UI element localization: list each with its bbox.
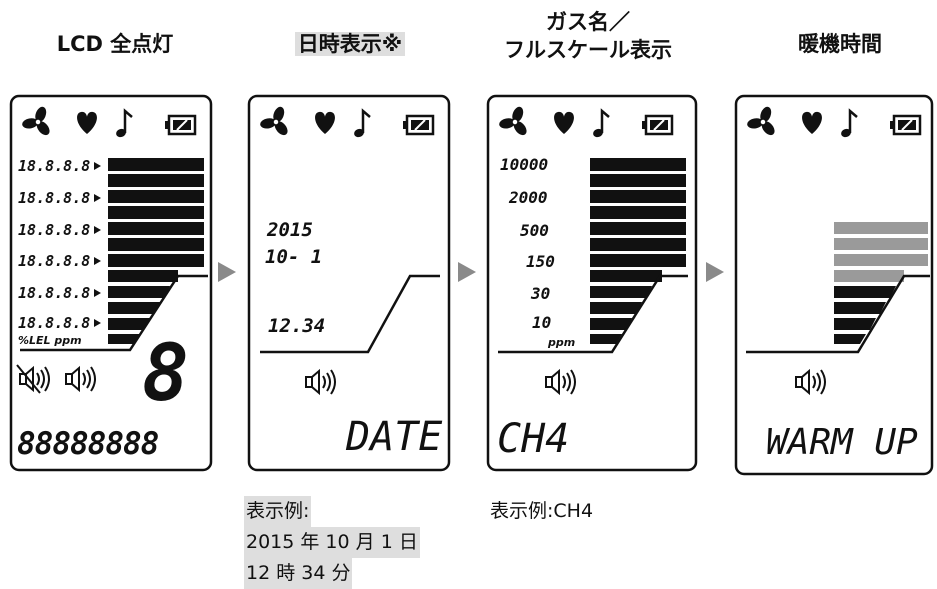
caption-line: 2015 年 10 月 1 日 xyxy=(244,527,420,558)
title-date-display: 日時表示※ xyxy=(250,30,450,58)
gas-name: CH4 xyxy=(497,416,569,462)
full-scale-value: 2000 xyxy=(508,188,548,207)
panel-warmup: WARM UP xyxy=(734,94,934,476)
mode-text: WARM UP xyxy=(766,422,918,463)
bar-graph-scale xyxy=(590,158,686,344)
caption-line: 表示例: xyxy=(244,496,312,527)
flow-arrow-icon xyxy=(458,262,476,282)
full-scale-value: 500 xyxy=(520,221,549,240)
full-scale-value: 30 xyxy=(530,284,550,303)
flow-arrow-icon xyxy=(218,262,236,282)
scale-digits: 18.8.8.8 xyxy=(18,284,90,302)
title-warmup: 暖機時間 xyxy=(798,32,882,56)
date-month-day: 10- 1 xyxy=(265,246,322,268)
title-gas-fullscale: ガス名／ フルスケール表示 xyxy=(478,8,698,64)
scale-digits: 18.8.8.8 xyxy=(18,189,90,207)
panel1-frame xyxy=(9,94,213,472)
flow-arrow-icon xyxy=(706,262,724,282)
panel3-frame xyxy=(486,94,698,472)
mode-text: DATE xyxy=(345,414,442,460)
unit-label: %LEL ppm xyxy=(18,334,82,347)
big-digit: 8 xyxy=(142,329,189,419)
title-gas-line1: ガス名／ xyxy=(546,10,630,34)
segment-text: 88888888 xyxy=(17,426,159,462)
scale-digits: 18.8.8.8 xyxy=(18,221,90,239)
title-gas-line2: フルスケール表示 xyxy=(504,38,672,62)
scale-digits: 18.8.8.8 xyxy=(18,157,90,175)
full-scale-value: 10000 xyxy=(500,155,548,174)
scale-digits: 18.8.8.8 xyxy=(18,252,90,270)
bar-graph-full xyxy=(108,158,204,344)
mute-icon xyxy=(16,364,50,394)
bar-graph-warmup-black xyxy=(834,286,896,344)
unit-ppm: ppm xyxy=(547,336,575,349)
date-example-caption: 表示例: 2015 年 10 月 1 日 12 時 34 分 xyxy=(244,496,420,589)
date-time: 12.34 xyxy=(268,315,325,337)
scale-digits: 18.8.8.8 xyxy=(18,314,90,332)
caption-line: 12 時 34 分 xyxy=(244,558,353,589)
title-lcd-all-on: LCD 全点灯 xyxy=(56,32,174,56)
panel2-frame xyxy=(247,94,451,472)
panel-date-display: 2015 10- 1 12.34 DATE xyxy=(247,94,451,472)
panel4-frame xyxy=(734,94,934,476)
panel-lcd-all-on: 18.8.8.8 18.8.8.8 18.8.8.8 18.8.8.8 18.8… xyxy=(9,94,213,472)
bar-graph-warmup-gray xyxy=(834,222,928,282)
full-scale-value: 150 xyxy=(526,252,555,271)
full-scale-value: 10 xyxy=(532,313,551,332)
panel-gas-fullscale: 10000 2000 500 150 30 10 ppm CH4 xyxy=(486,94,698,472)
date-year: 2015 xyxy=(266,219,313,241)
gas-example-caption: 表示例:CH4 xyxy=(490,500,594,522)
